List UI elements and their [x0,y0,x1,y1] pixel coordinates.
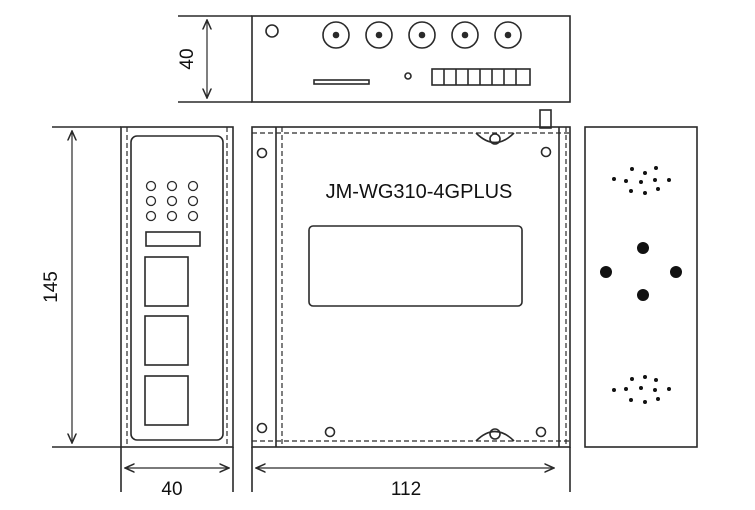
vent-hole [629,189,633,193]
side-width-label: 112 [391,479,421,500]
rear-mount-holes [600,242,682,301]
antenna-connector [408,21,436,49]
top-view-height-label: 40 [177,48,198,69]
rear-mount-hole [637,289,649,301]
reset-pinhole [404,72,412,80]
sim-card-slot [313,79,370,85]
antenna-connector-core [418,31,426,39]
led-indicator [166,180,178,192]
vent-hole [667,178,671,182]
screw-hole [540,146,552,158]
vent-hole [653,178,657,182]
antenna-connector [322,21,350,49]
front-label-strip [145,231,201,247]
screw-hole [535,426,547,438]
screw-hole [256,147,268,159]
side-view-body [251,126,571,448]
led-indicator [187,195,199,207]
ethernet-port [144,256,189,307]
vent-hole [656,397,660,401]
antenna-connector-core [375,31,383,39]
antenna-stub [539,109,552,129]
vent-hole [629,398,633,402]
antenna-connector-core [332,31,340,39]
vent-hole [643,400,647,404]
front-panel [130,135,224,441]
antenna-connector-core [461,31,469,39]
vent-hole [612,177,616,181]
led-indicator [145,195,157,207]
terminal-block [431,68,531,86]
led-indicator [187,210,199,222]
vent-hole [653,388,657,392]
vent-hole [624,387,628,391]
device-model-label: JM-WG310-4GPLUS [326,181,513,203]
antenna-connector [494,21,522,49]
vent-hole [654,166,658,170]
vent-hole [624,179,628,183]
rear-mount-hole [670,266,682,278]
led-indicator [166,195,178,207]
screw-hole [256,422,268,434]
top-view-body [251,15,571,103]
antenna-connectors [322,21,522,49]
rear-mount-hole [637,242,649,254]
bottom-mount-tab-hole [489,428,501,440]
vent-hole [656,187,660,191]
antenna-connector [365,21,393,49]
front-view [52,126,234,492]
front-view-body [120,126,234,448]
vent-hole [643,191,647,195]
vent-hole [667,387,671,391]
vent-hole [612,388,616,392]
vent-hole [639,180,643,184]
rear-mount-hole [600,266,612,278]
vent-hole [643,375,647,379]
top-mount-tab [475,132,515,144]
led-indicator [187,180,199,192]
bottom-mount-tab [475,430,515,442]
rear-vent-bottom [612,375,671,404]
status-leds [145,180,199,222]
side-view [251,109,571,492]
rear-view [584,126,698,448]
vent-hole [643,171,647,175]
antenna-connector [451,21,479,49]
side-label-plate [308,225,523,307]
front-height-label: 145 [41,271,62,303]
led-indicator [145,180,157,192]
top-view [178,15,571,103]
front-width-label: 40 [161,479,182,500]
terminal-block-housing [431,68,531,86]
vent-hole [630,167,634,171]
vent-hole [654,378,658,382]
ethernet-port [144,375,189,426]
top-mount-tab-hole [489,133,501,145]
led-indicator [166,210,178,222]
led-indicator [145,210,157,222]
screw-hole [324,426,336,438]
vent-hole [639,386,643,390]
rear-vent-top [612,166,671,195]
antenna-connector-core [504,31,512,39]
ethernet-port [144,315,189,366]
rear-view-body [584,126,698,448]
top-view-mount-hole [265,24,279,38]
vent-hole [630,377,634,381]
